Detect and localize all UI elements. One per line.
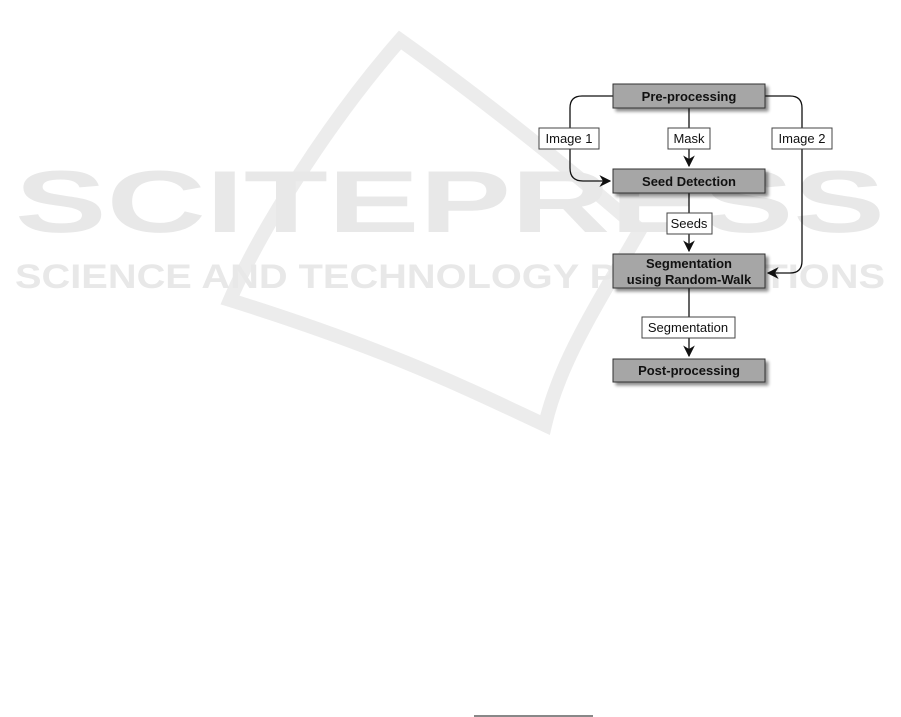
edge-label-seeds-text: Seeds <box>671 216 708 231</box>
node-postprocessing-label: Post-processing <box>638 363 740 378</box>
edge-label-segmentation: Segmentation <box>642 317 735 338</box>
node-seed-detection-label: Seed Detection <box>642 174 736 189</box>
edge-label-seeds: Seeds <box>667 213 712 234</box>
edge-label-image1-text: Image 1 <box>546 131 593 146</box>
node-preprocessing-label: Pre-processing <box>642 89 737 104</box>
edge-label-mask: Mask <box>668 128 710 149</box>
node-seed-detection: Seed Detection <box>613 169 765 193</box>
node-segmentation: Segmentation using Random-Walk <box>613 254 765 288</box>
edge-label-segmentation-text: Segmentation <box>648 320 728 335</box>
edge-label-image2: Image 2 <box>772 128 832 149</box>
node-segmentation-label-line2: using Random-Walk <box>627 272 752 287</box>
node-segmentation-label-line1: Segmentation <box>646 256 732 271</box>
node-preprocessing: Pre-processing <box>613 84 765 108</box>
edge-label-image1: Image 1 <box>539 128 599 149</box>
edge-label-image2-text: Image 2 <box>779 131 826 146</box>
watermark-title: SCITEPRESS <box>15 152 885 251</box>
node-postprocessing: Post-processing <box>613 359 765 382</box>
edge-label-mask-text: Mask <box>673 131 705 146</box>
